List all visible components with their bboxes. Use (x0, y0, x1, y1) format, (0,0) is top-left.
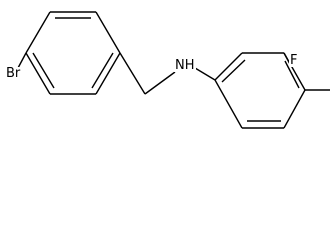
bond (25, 11, 51, 54)
bond (214, 52, 243, 81)
bond (25, 52, 51, 95)
aromatic-inner-bond (284, 60, 300, 89)
fluorine-atom-label: F (289, 53, 299, 68)
amine-atom-label: NH (174, 58, 196, 73)
aromatic-inner-bond (91, 52, 114, 89)
aromatic-inner-bond (221, 59, 246, 83)
n-ring-bond (194, 67, 216, 81)
ring-ch2-bond (119, 52, 146, 95)
c-br-bond (17, 52, 27, 69)
ch2-n-bond (144, 71, 176, 95)
bond (95, 52, 121, 95)
aromatic-inner-bond (32, 52, 55, 89)
bond (214, 79, 243, 129)
bond (283, 89, 306, 129)
structure-canvas: Br NH F (5, 11, 330, 129)
bond (95, 11, 121, 54)
bond-drawing (17, 11, 330, 129)
bromine-atom-label: Br (5, 66, 22, 81)
